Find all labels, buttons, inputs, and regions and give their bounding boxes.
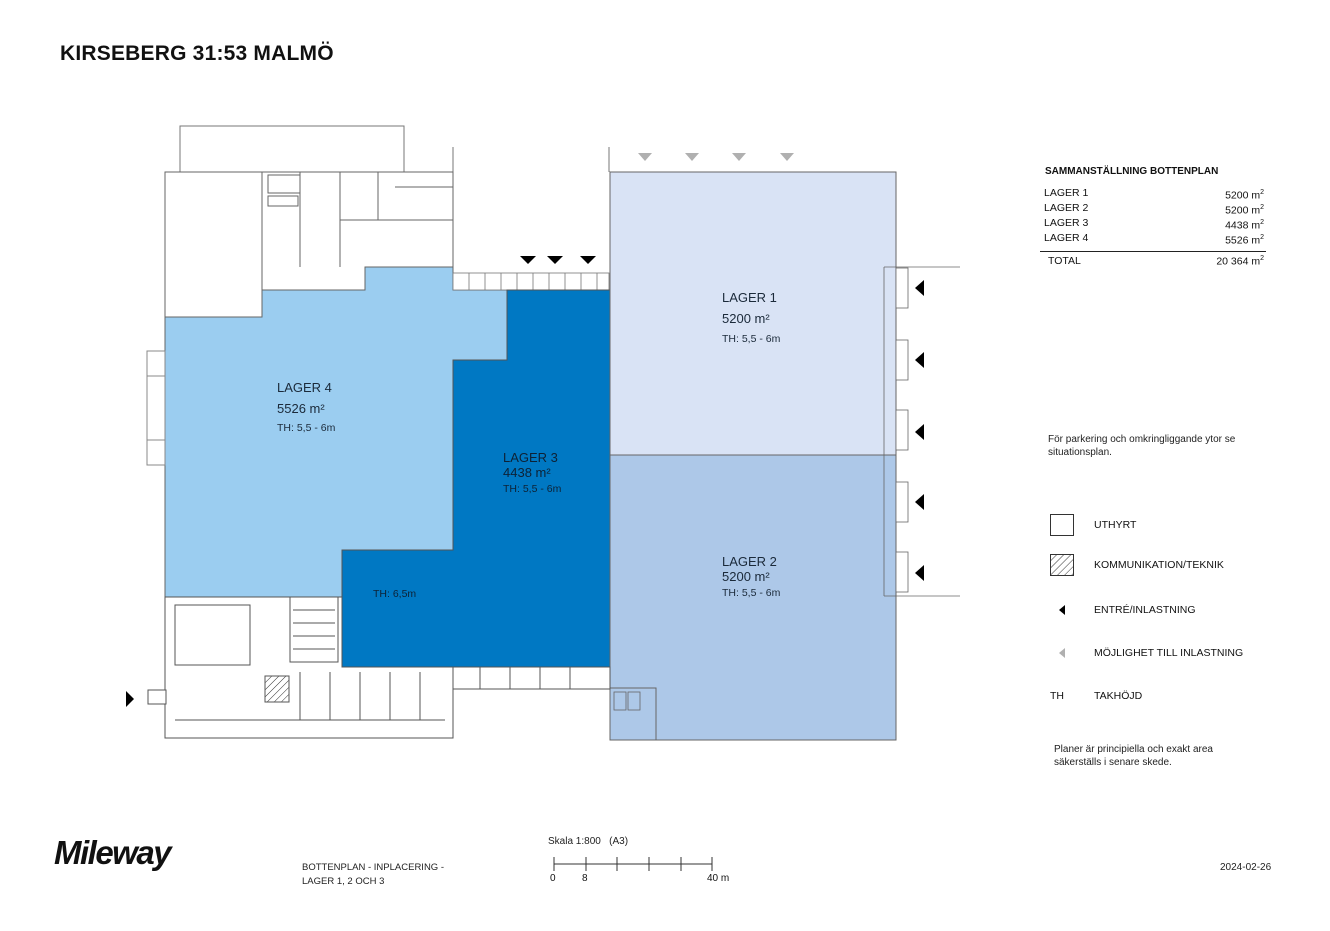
legend-ceiling-height: TH TAKHÖJD bbox=[1050, 685, 1142, 707]
scale-label: Skala 1:800 (A3) bbox=[548, 836, 629, 847]
legend-communication: KOMMUNIKATION/TEKNIK bbox=[1050, 554, 1224, 576]
office-block-south bbox=[147, 596, 611, 739]
mileway-logo: Mileway bbox=[54, 834, 172, 871]
label-lager-4: LAGER 4 5526 m² TH: 5,5 - 6m bbox=[277, 380, 336, 434]
legend-entry: ENTRÉ/INLASTNING bbox=[1050, 599, 1196, 621]
parking-note: För parkering och omkringliggande ytor s… bbox=[1048, 434, 1236, 458]
dock-doors-north bbox=[452, 272, 610, 291]
zone-lager-1 bbox=[609, 171, 897, 456]
east-docks bbox=[883, 266, 960, 597]
scale-tick-40: 40 m bbox=[707, 873, 730, 884]
hatched-box-icon bbox=[1050, 554, 1074, 576]
possible-loading-arrows bbox=[638, 153, 794, 161]
th-abbrev: TH bbox=[1050, 690, 1064, 702]
drawing-date: 2024-02-26 bbox=[1220, 862, 1272, 873]
legend-rented: UTHYRT bbox=[1050, 514, 1136, 536]
empty-box-icon bbox=[1050, 514, 1074, 536]
legend-possible-loading: MÖJLIGHET TILL INLASTNING bbox=[1050, 642, 1243, 664]
disclaimer-note: Planer är principiella och exakt area sä… bbox=[1054, 744, 1213, 768]
label-lager-3-ceiling-high: TH: 6,5m bbox=[373, 588, 417, 600]
scale-tick-0: 0 bbox=[550, 873, 556, 884]
scale-tick-8: 8 bbox=[582, 873, 588, 884]
label-lager-1: LAGER 1 5200 m² TH: 5,5 - 6m bbox=[722, 290, 781, 345]
label-lager-2: LAGER 2 5200 m² TH: 5,5 - 6m bbox=[722, 554, 781, 599]
entry-arrows bbox=[126, 256, 924, 707]
drawing-subtitle: BOTTENPLAN - INPLACERING - LAGER 1, 2 OC… bbox=[302, 862, 444, 887]
page-title: KIRSEBERG 31:53 MALMÖ bbox=[60, 42, 334, 65]
grey-triangle-icon bbox=[1050, 642, 1074, 664]
summary-divider bbox=[1040, 251, 1266, 252]
west-annex bbox=[146, 350, 166, 466]
summary-title: SAMMANSTÄLLNING BOTTENPLAN bbox=[1045, 166, 1219, 177]
label-lager-3: LAGER 3 4438 m² TH: 5,5 - 6m bbox=[503, 450, 562, 495]
black-triangle-icon bbox=[1050, 599, 1074, 621]
scale-bar bbox=[553, 857, 713, 871]
